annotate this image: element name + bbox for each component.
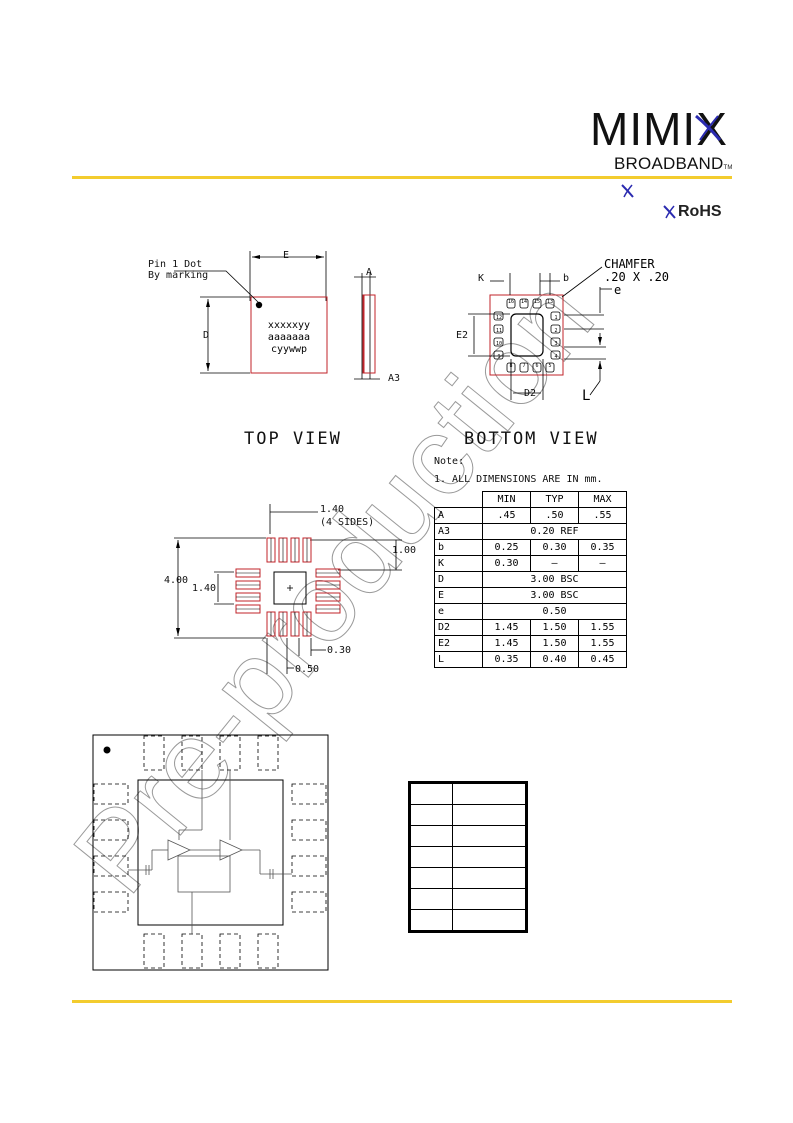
table-row	[409, 909, 527, 932]
dim-D-label: D	[203, 330, 210, 341]
chamfer-note: CHAMFER .20 X .20	[604, 257, 670, 284]
table-row	[409, 804, 527, 826]
land-pattern-drawing	[174, 504, 402, 674]
bottom-view-bottom-pin-numbers: 8 7 6 5	[509, 363, 552, 369]
brand-x-mark-icon	[695, 114, 722, 141]
dim-K-label: K	[478, 273, 485, 284]
dim-A3-label: A3	[388, 373, 401, 384]
table-row	[409, 867, 527, 889]
bottom-view-label: BOTTOM VIEW	[464, 429, 599, 449]
notes-title: Note:	[434, 456, 465, 467]
pin-table	[408, 781, 528, 933]
rohs-badge: RoHS	[678, 203, 722, 220]
small-x-mark-icon	[621, 184, 634, 198]
brand-logo-subtext: BROADBANDTM	[614, 154, 733, 173]
table-row	[409, 846, 527, 868]
top-view-label: TOP VIEW	[244, 429, 342, 449]
land-dim-140-left: 1.40	[192, 583, 217, 594]
dim-E2-label: E2	[456, 330, 469, 341]
land-dim-400: 4.00	[164, 575, 189, 586]
dim-A-label: A	[366, 267, 373, 278]
table-header-row: MIN TYP MAX	[434, 491, 627, 508]
land-dim-030: 0.30	[327, 645, 352, 656]
pin1-note: Pin 1 Dot By marking	[148, 259, 209, 281]
header-rule	[72, 176, 732, 179]
bottom-view-left-pin-numbers: 12 11 10 9	[495, 315, 503, 360]
dim-b-label: b	[563, 273, 570, 284]
table-row	[409, 825, 527, 847]
dim-E-label: E	[283, 250, 290, 261]
footer-rule	[72, 1000, 732, 1003]
rohs-x-mark-icon	[663, 205, 676, 219]
table-row	[409, 782, 527, 805]
functional-block-diagram	[92, 734, 329, 971]
dim-e-label: e	[614, 283, 622, 297]
bottom-view-top-pin-numbers: 16 14 15 13	[507, 299, 554, 305]
table-row: A.45.50.55	[434, 507, 627, 524]
land-dim-140-top: 1.40 (4 SIDES)	[320, 504, 375, 528]
top-view-drawing	[174, 251, 380, 380]
land-dim-100: 1.00	[392, 545, 417, 556]
land-dim-050: 0.50	[295, 664, 320, 675]
package-marking: xxxxxyy aaaaaaa cyywwp	[267, 320, 311, 355]
bottom-view-drawing	[468, 266, 612, 400]
notes-line-1: 1. ALL DIMENSIONS ARE IN mm.	[434, 474, 603, 485]
dim-L-label: L	[582, 388, 591, 404]
brand-logo-text: MIMIX	[590, 103, 728, 155]
dim-D2-label: D2	[524, 388, 537, 399]
bottom-view-right-pin-numbers: 1 2 3 4	[554, 315, 558, 360]
table-row	[409, 888, 527, 910]
